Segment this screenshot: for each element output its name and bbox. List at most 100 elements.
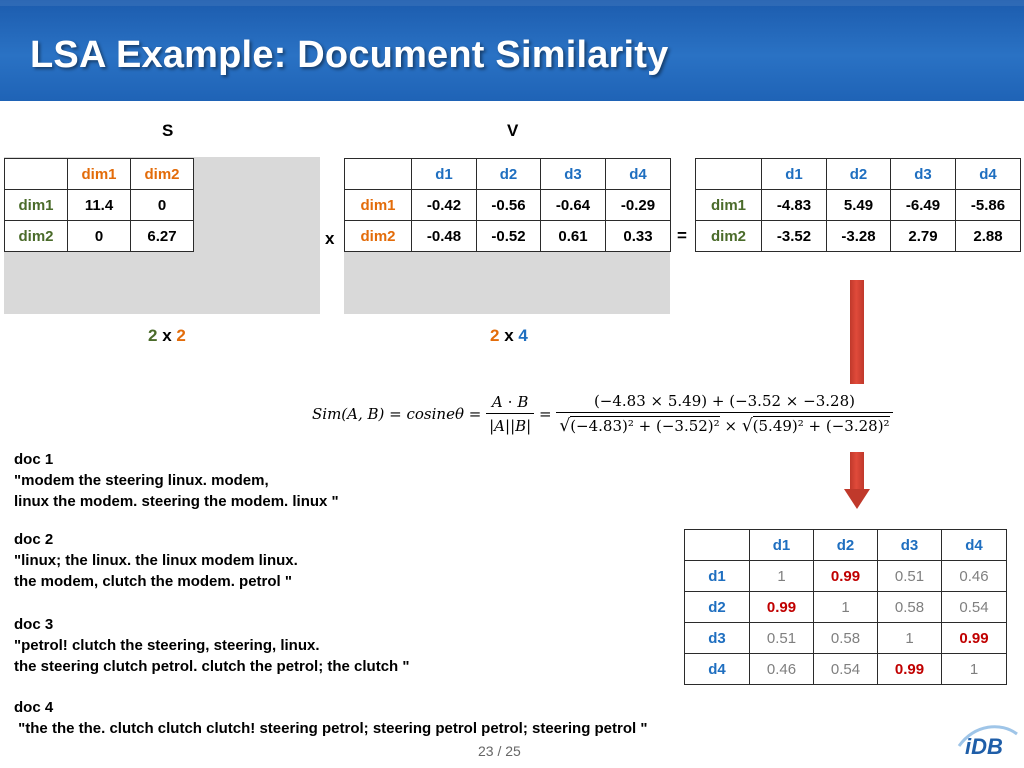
formula-fraction-2: (−4.83 × 5.49) + (−3.52 × −3.28) √(−4.83…	[556, 392, 893, 436]
table-header-row: d1 d2 d3 d4	[684, 529, 1007, 561]
doc-4: doc 4 "the the the. clutch clutch clutch…	[14, 697, 647, 739]
page-number: 23 / 25	[478, 743, 521, 759]
table-row: dim1 -4.83 5.49 -6.49 -5.86	[695, 189, 1021, 221]
dim-times: x	[162, 326, 172, 345]
doc-line: "petrol! clutch the steering, steering, …	[14, 637, 320, 654]
value-cell: 0.46	[749, 653, 814, 685]
formula-sqrt-term-a: (−4.83)² + (−3.52)²	[570, 416, 720, 435]
matrix-sv-table: d1 d2 d3 d4 dim1 -4.83 5.49 -6.49 -5.86 …	[695, 158, 1021, 252]
highlight-cell: 0.99	[813, 560, 878, 592]
sqrt-icon: √	[559, 416, 571, 436]
formula-fraction-1: A ⋅ B |A||B|	[486, 393, 535, 435]
header-cell: d3	[890, 158, 956, 190]
doc-2: doc 2 "linux; the linux. the linux modem…	[14, 529, 298, 592]
value-cell: 1	[813, 591, 878, 623]
cosine-formula: Sim(A, B) = cosineθ = A ⋅ B |A||B| = (−4…	[312, 392, 893, 436]
doc-label: doc 4	[14, 699, 54, 716]
value-cell: 0.58	[813, 622, 878, 654]
value-cell: -0.42	[411, 189, 477, 221]
table-header-row: d1 d2 d3 d4	[344, 158, 671, 190]
matrix-v-dimensions: 2 x 4	[490, 326, 528, 346]
row-header-cell: d3	[684, 622, 750, 654]
header-cell: d2	[826, 158, 891, 190]
matrix-s-table: dim1 dim2 dim1 11.4 0 dim2 0 6.27	[4, 158, 194, 252]
title-bar-highlight	[0, 0, 1024, 6]
header-cell	[344, 158, 412, 190]
doc-line: "the the the. clutch clutch clutch! stee…	[14, 720, 648, 737]
table-row: d3 0.51 0.58 1 0.99	[684, 622, 1007, 654]
row-header-cell: dim1	[4, 189, 68, 221]
value-cell: 1	[877, 622, 942, 654]
formula-equals: =	[538, 405, 552, 423]
row-header-cell: dim2	[4, 220, 68, 252]
doc-line: linux the modem. steering the modem. lin…	[14, 493, 339, 510]
value-cell: -6.49	[890, 189, 956, 221]
idb-logo: iDB	[957, 725, 1018, 759]
value-cell: 2.88	[955, 220, 1021, 252]
matrix-s-label: S	[162, 121, 174, 140]
equals-operator: =	[677, 226, 687, 245]
slide-title: LSA Example: Document Similarity	[30, 34, 669, 76]
doc-label: doc 1	[14, 451, 54, 468]
dim-cols: 4	[518, 326, 528, 345]
formula-numerator-1: A ⋅ B	[486, 393, 535, 414]
value-cell: 0.54	[813, 653, 878, 685]
doc-line: "modem the steering linux. modem,	[14, 472, 269, 489]
header-cell: d1	[761, 158, 827, 190]
formula-sqrt-term-b: (5.49)² + (−3.28)²	[752, 416, 890, 435]
header-cell: d3	[540, 158, 606, 190]
arrow-shaft-upper	[850, 280, 864, 384]
value-cell: 2.79	[890, 220, 956, 252]
title-bar: LSA Example: Document Similarity	[0, 0, 1024, 101]
matrix-v-background	[344, 248, 670, 314]
row-header-cell: dim2	[695, 220, 762, 252]
value-cell: 0.58	[877, 591, 942, 623]
highlight-cell: 0.99	[941, 622, 1007, 654]
value-cell: -3.52	[761, 220, 827, 252]
value-cell: 1	[941, 653, 1007, 685]
value-cell: 0.54	[941, 591, 1007, 623]
logo-text: iDB	[965, 734, 1003, 759]
doc-line: "linux; the linux. the linux modem linux…	[14, 552, 298, 569]
doc-line: the steering clutch petrol. clutch the p…	[14, 658, 410, 675]
value-cell: -4.83	[761, 189, 827, 221]
table-row: dim2 -0.48 -0.52 0.61 0.33	[344, 220, 671, 252]
value-cell: 0.51	[749, 622, 814, 654]
value-cell: 0.46	[941, 560, 1007, 592]
table-header-row: dim1 dim2	[4, 158, 194, 190]
formula-denominator-2: √(−4.83)² + (−3.52)² × √(5.49)² + (−3.28…	[556, 413, 892, 436]
dim-times: x	[504, 326, 514, 345]
doc-3: doc 3 "petrol! clutch the steering, stee…	[14, 614, 410, 677]
row-header-cell: d4	[684, 653, 750, 685]
header-cell: d4	[941, 529, 1007, 561]
table-row: d2 0.99 1 0.58 0.54	[684, 591, 1007, 623]
value-cell: 0.33	[605, 220, 671, 252]
value-cell: 0	[130, 189, 194, 221]
header-cell	[684, 529, 750, 561]
table-row: d1 1 0.99 0.51 0.46	[684, 560, 1007, 592]
value-cell: 6.27	[130, 220, 194, 252]
highlight-cell: 0.99	[877, 653, 942, 685]
down-arrow-icon	[844, 489, 870, 509]
arrow-shaft-lower	[850, 452, 864, 490]
matrix-v-label: V	[507, 121, 519, 140]
header-cell: d2	[476, 158, 541, 190]
table-row: dim1 -0.42 -0.56 -0.64 -0.29	[344, 189, 671, 221]
value-cell: -5.86	[955, 189, 1021, 221]
header-cell: d2	[813, 529, 878, 561]
table-row: d4 0.46 0.54 0.99 1	[684, 653, 1007, 685]
formula-numerator-2: (−4.83 × 5.49) + (−3.52 × −3.28)	[556, 392, 893, 413]
value-cell: -0.56	[476, 189, 541, 221]
highlight-cell: 0.99	[749, 591, 814, 623]
formula-denominator-1: |A||B|	[489, 417, 532, 435]
table-row: dim1 11.4 0	[4, 189, 194, 221]
header-cell: d4	[955, 158, 1021, 190]
formula-times: ×	[724, 417, 738, 435]
value-cell: -0.64	[540, 189, 606, 221]
dim-rows: 2	[148, 326, 158, 345]
value-cell: 5.49	[826, 189, 891, 221]
value-cell: -0.52	[476, 220, 541, 252]
value-cell: 1	[749, 560, 814, 592]
header-cell	[4, 158, 68, 190]
header-cell: dim1	[67, 158, 131, 190]
